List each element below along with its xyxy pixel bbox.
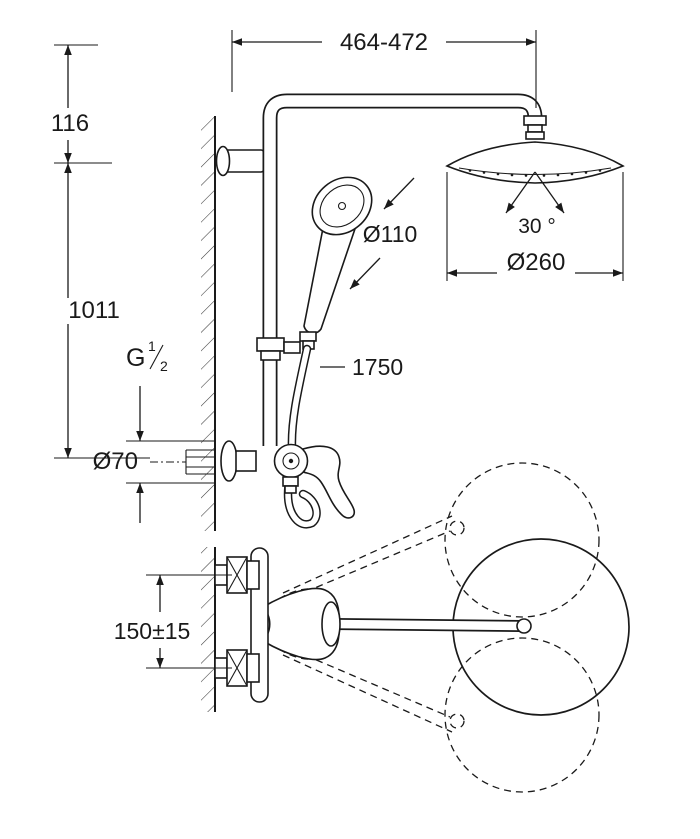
thread-size-label: G 1 2: [126, 338, 168, 374]
rail-slider: [256, 337, 285, 352]
height-value: 1011: [68, 297, 120, 324]
height-1011-dimension: 1011: [54, 163, 150, 459]
shower-rail-pipe: [215, 93, 543, 446]
mixer-valve: [150, 440, 356, 519]
top-width-dimension: 464-472: [231, 29, 537, 108]
supply-nut-lower: [246, 653, 260, 683]
spout-spacing-value: 150±15: [114, 618, 191, 644]
spout-arm-fill: [332, 619, 522, 631]
fraction-slash: [149, 344, 164, 370]
head-ball-joint: [527, 124, 543, 133]
hand-shower-face-inner: [319, 184, 365, 228]
swivel-circle-lower: [444, 637, 600, 793]
mixer-outlet: [282, 476, 299, 487]
shower-hose: [283, 344, 321, 529]
tilt-line-left: [505, 171, 536, 214]
head-swivel-cap: [525, 131, 545, 140]
head-shower-plate: [445, 141, 625, 184]
hand-shower-diameter-dimension: Ø110: [349, 177, 418, 290]
dim-arrow-upper: [383, 177, 415, 210]
head-spray-face-rim: [458, 167, 612, 176]
offset-116-dimension: 116: [51, 44, 112, 164]
wall-hatch-upper: [201, 116, 215, 531]
hand-shower-face: [311, 176, 373, 236]
swivel-arm-upper-line2: [282, 515, 453, 594]
offset-value: 116: [51, 110, 89, 137]
hose-length-label: 1750: [320, 354, 403, 380]
top-width-value: 464-472: [340, 29, 428, 56]
mixer-escutcheon: [220, 440, 238, 482]
thread-denominator: 2: [160, 358, 168, 374]
hose-nut-lower: [284, 485, 297, 494]
hand-shower-cone-nut: [299, 331, 317, 342]
handshower-dia-value: Ø110: [363, 221, 418, 247]
head-diameter-dimension: Ø260: [446, 172, 624, 281]
swivel-arm-lower-line1: [271, 640, 451, 718]
swivel-end-lower: [449, 713, 465, 729]
swivel-arm-lower-line2: [282, 654, 453, 733]
head-dia-value: Ø260: [507, 249, 566, 276]
wall-section: [201, 116, 216, 712]
spout-bell-mouth: [321, 601, 341, 647]
head-nozzle-dots: [468, 169, 602, 177]
bath-spout-assembly: [214, 538, 630, 716]
mixer-wall-connector: [235, 450, 257, 472]
hand-shower: [256, 176, 373, 361]
swivel-circle-upper: [444, 462, 600, 618]
spout-spacing-dimension: 150±15: [114, 574, 232, 669]
supply-diameter-dimension: Ø70: [93, 386, 215, 523]
tilt-line-right: [534, 171, 565, 214]
swivel-arm-upper-line1: [271, 530, 451, 607]
thread-numerator: 1: [148, 338, 156, 354]
rail-slider-knob: [260, 350, 281, 361]
head-shower: [445, 115, 625, 184]
mixer-lever-handle: [301, 445, 356, 519]
tilt-angle-dimension: 30 °: [505, 171, 565, 238]
spout-swivel-range: [271, 462, 600, 793]
hose-length-value: 1750: [352, 354, 403, 380]
tilt-angle-value: 30 °: [518, 215, 556, 238]
dim-arrow-lower: [349, 257, 381, 290]
union-cross-lower-2: [226, 649, 248, 687]
thread-letter: G: [126, 344, 145, 372]
supply-nut-upper: [246, 560, 260, 590]
hand-shower-face-center: [337, 201, 347, 211]
mixer-body-inner: [282, 452, 300, 470]
wall-bracket-flange: [215, 145, 231, 177]
wall-hatch-lower: [201, 547, 215, 712]
pipe-fill: [264, 95, 541, 446]
head-union-nut: [523, 115, 547, 126]
hand-shower-handle: [303, 217, 359, 335]
swivel-end-upper: [449, 520, 465, 536]
hand-shower-holder: [283, 341, 301, 354]
spout-arm-end-joint: [516, 618, 532, 634]
supply-dia-value: Ø70: [93, 448, 138, 475]
mixer-screw: [288, 458, 294, 464]
union-cross-upper-2: [226, 556, 248, 594]
